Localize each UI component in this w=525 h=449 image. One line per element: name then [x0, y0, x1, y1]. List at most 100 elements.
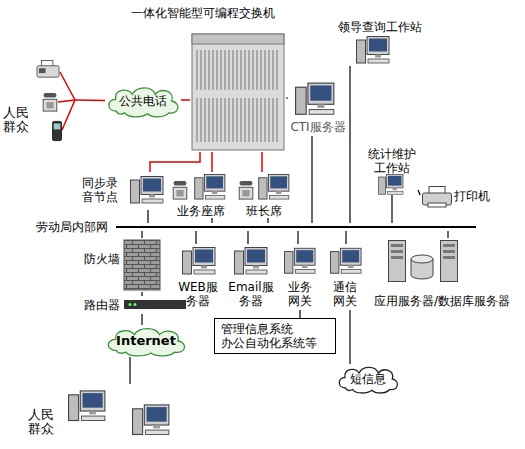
node-label: 管理信息系统 办公自动化系统等 [221, 322, 331, 350]
cabinet-top [192, 34, 284, 44]
node-label: 业务座席 [168, 204, 234, 218]
connector-line [345, 231, 346, 244]
pc-icon [330, 248, 361, 273]
connector-line [349, 310, 350, 364]
node-label: 通信网关 [332, 280, 358, 308]
connector-line [211, 152, 213, 172]
router-body [124, 300, 186, 309]
workstation-box: 统计维护工作站 [366, 147, 418, 195]
mobile-icon [52, 121, 61, 140]
switch-box: 一体化智能型可编程交换机 [190, 32, 286, 152]
node-label: 短信息 [336, 372, 400, 386]
node-label: 劳动局内部网 [36, 220, 116, 234]
phone-wire [62, 100, 75, 130]
connector-line [211, 218, 212, 223]
connector-line [418, 190, 420, 195]
node-label: 人民群众 [28, 408, 56, 436]
pc-icon [69, 391, 105, 421]
firewall-wall [124, 240, 160, 290]
connector-line [150, 152, 200, 172]
connector-line [141, 292, 142, 296]
firewall-box: 防火墙 [84, 238, 164, 292]
connector-line [286, 97, 288, 98]
phone-icon [43, 93, 57, 111]
connector-line [141, 314, 142, 325]
connector-line [195, 231, 196, 244]
server-icon [441, 241, 458, 282]
connector-line [75, 99, 105, 101]
phone-wire [58, 100, 75, 102]
pc-icon [284, 248, 315, 273]
node-label: Email服务器 [226, 280, 276, 308]
node-label: 公共电话 [105, 94, 181, 108]
connector-line [129, 357, 130, 384]
connector-line [447, 231, 448, 238]
connector-line [261, 152, 263, 172]
phone-wire [60, 72, 75, 100]
server-box: CTI服务器 [288, 80, 348, 136]
server-box: WEB服务器 [176, 244, 220, 310]
node-label: 一体化智能型可编程交换机 [118, 6, 288, 20]
connector-line [141, 231, 142, 238]
node-label: 人民群众 [3, 106, 31, 134]
server-icon [389, 241, 406, 282]
fax-icon [37, 60, 59, 77]
network-cloud: Internet [104, 325, 188, 357]
phone-icon [173, 181, 187, 199]
pc-icon [235, 248, 268, 275]
workstation-box: 领导查询工作站 [330, 20, 430, 66]
pc-icon [183, 248, 216, 275]
connector-line [267, 218, 268, 223]
gateway-box: 业务网关 [280, 244, 320, 310]
connector-line [391, 195, 392, 223]
node-label: 统计维护工作站 [366, 147, 418, 175]
node-label: 应用服务器/数据库服务器 [364, 294, 520, 308]
printer-box: 打印机 [420, 182, 500, 210]
router-box: 路由器 [84, 296, 188, 314]
public-user-box: 人民群众 [28, 384, 178, 440]
pc-icon [195, 174, 225, 199]
system-box: 管理信息系统 办公自动化系统等 [214, 318, 336, 354]
connector-line [147, 210, 148, 223]
seat-box: 班长席 [236, 172, 292, 218]
connector-line [181, 99, 190, 101]
disk-icon [411, 255, 433, 279]
node-label: WEB服务器 [174, 280, 222, 308]
network-cloud: 公共电话 [105, 84, 181, 118]
server-box: 应用服务器/数据库服务器 [364, 238, 520, 310]
node-label: Internet [104, 334, 188, 348]
node-label: 同步录音节点 [82, 176, 122, 204]
network-bus: 劳动局内部网 [36, 223, 476, 231]
phone-icon [239, 181, 253, 199]
connector-line [299, 310, 300, 318]
bus-line [116, 226, 476, 228]
printer-icon [423, 187, 452, 208]
switch-cabinet [192, 34, 284, 150]
node-label: CTI服务器 [285, 120, 351, 134]
public-user-box: 人民群众 [3, 56, 75, 148]
cabinet-slots [196, 98, 280, 142]
gateway-box: 通信网关 [326, 244, 364, 310]
cabinet-slots [196, 50, 280, 90]
node-label: 打印机 [454, 189, 500, 203]
connector-line [311, 136, 312, 223]
node-label: 业务网关 [287, 280, 313, 308]
router-light [134, 303, 137, 306]
pc-icon [133, 405, 169, 435]
seat-box: 业务座席 [168, 172, 234, 218]
network-cloud: 短信息 [336, 364, 400, 394]
router-light [129, 303, 132, 306]
node-label: 防火墙 [84, 252, 122, 266]
server-box: Email服务器 [226, 244, 276, 310]
pc-icon [259, 174, 289, 199]
recording-box: 同步录音节点 [82, 172, 168, 210]
node-label: 领导查询工作站 [330, 20, 430, 34]
pc-icon [296, 83, 334, 114]
pc-icon [357, 37, 390, 64]
connector-line [349, 66, 350, 223]
node-label: 班长席 [236, 204, 292, 218]
connector-line [297, 231, 298, 244]
pc-icon [379, 174, 403, 194]
